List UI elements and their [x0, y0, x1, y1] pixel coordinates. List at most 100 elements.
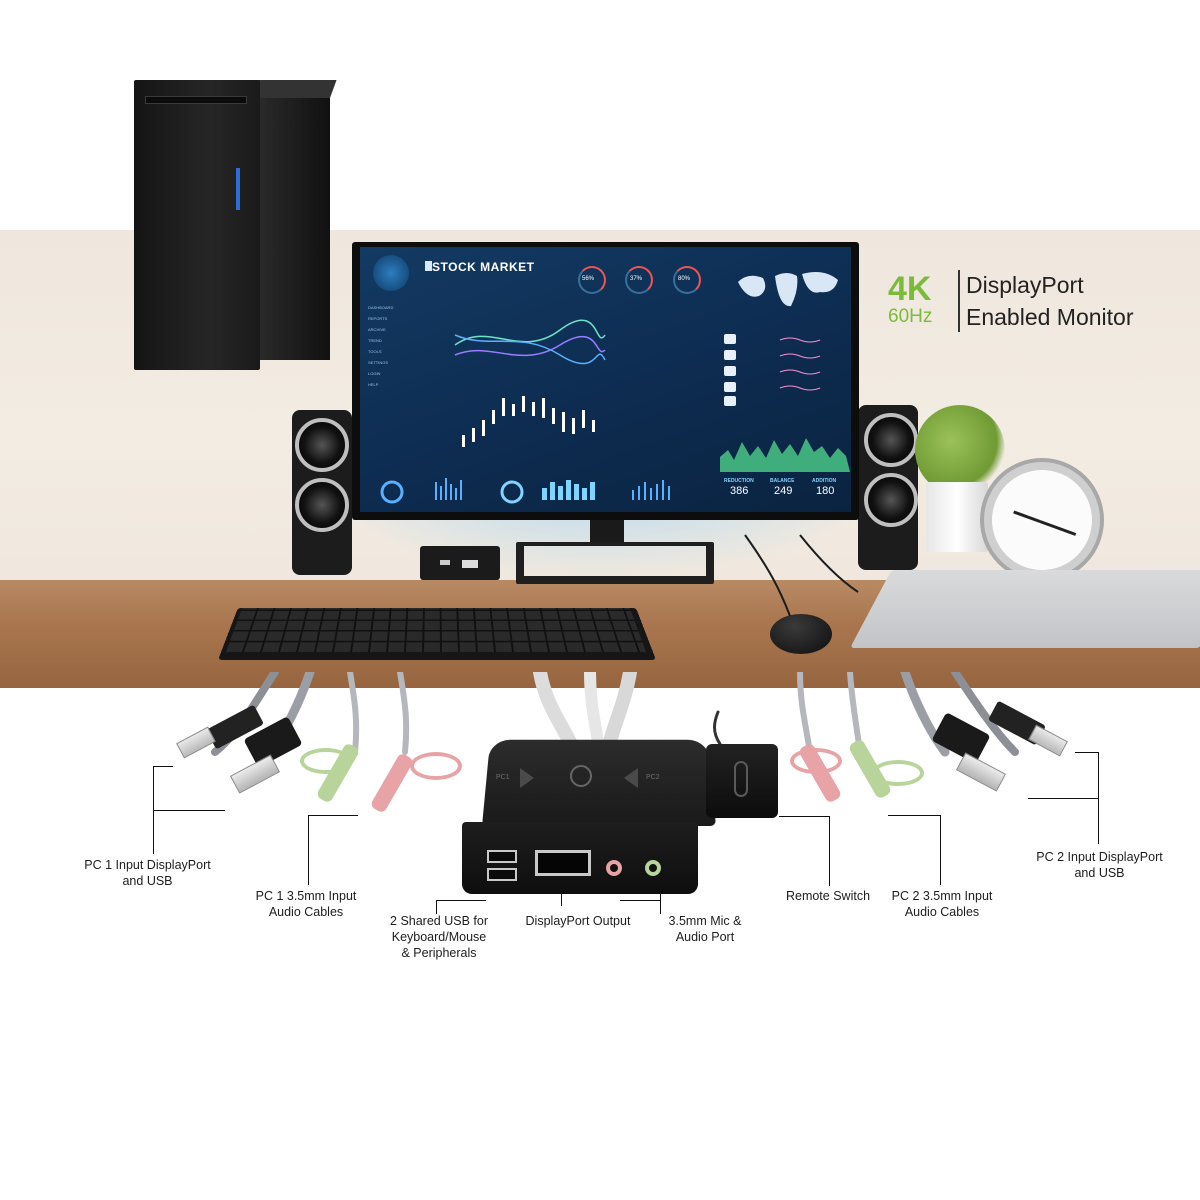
monitor-stand-base — [516, 542, 714, 584]
callout-line — [620, 900, 660, 901]
callout-line — [561, 878, 562, 906]
sidebar-item: ARCHIVE — [368, 327, 386, 332]
label-line: PC 1 Input DisplayPort — [84, 858, 211, 872]
audio-jack — [645, 860, 661, 876]
refresh-badge: 60Hz — [888, 306, 933, 327]
pc-tower-side — [258, 98, 330, 360]
mic-jack — [606, 860, 622, 876]
callout-line — [1098, 752, 1099, 844]
label-pc1-input: PC 1 Input DisplayPort and USB — [60, 857, 235, 889]
pink-cable-loop — [410, 752, 462, 780]
usb-port-icon — [440, 560, 450, 565]
gauge-value: 80% — [678, 276, 691, 282]
label-mic-audio: 3.5mm Mic & Audio Port — [650, 913, 760, 945]
sidebar-item: HELP — [368, 382, 379, 387]
callout-line — [888, 815, 940, 816]
callout-line — [1075, 752, 1098, 753]
kvm-switch-top — [482, 739, 716, 826]
stat-value: 386 — [730, 485, 749, 497]
label-remote-switch: Remote Switch — [770, 888, 886, 904]
label-line: Audio Cables — [904, 905, 980, 919]
label-line: PC 2 Input DisplayPort — [1036, 850, 1163, 864]
label-dp-output: DisplayPort Output — [508, 913, 648, 929]
usb-port-1 — [487, 850, 517, 863]
screen-list-panel — [724, 334, 821, 406]
front-usb-ports — [236, 168, 240, 210]
stat-label: BALANCE — [770, 478, 795, 484]
plant-icon — [915, 405, 1005, 495]
sidebar-item: DASHBOARD — [368, 305, 394, 310]
speaker-cone-icon — [864, 413, 918, 467]
speaker-cone-icon — [295, 418, 349, 472]
gauge-ring — [625, 266, 653, 294]
label-line: Audio Cables — [268, 905, 344, 919]
callout-line — [1028, 798, 1098, 799]
pink-cable-loop — [790, 748, 842, 774]
callout-line — [940, 815, 941, 885]
screen-charts — [454, 319, 606, 447]
usb-port-2 — [487, 868, 517, 881]
gauge-ring — [578, 266, 606, 294]
kvm-switch-on-desk — [420, 546, 500, 580]
label-pc2-audio: PC 2 3.5mm Input Audio Cables — [872, 888, 1012, 920]
label-line: and USB — [122, 874, 173, 888]
screen-bottom-widgets — [380, 478, 670, 504]
remote-switch-button — [734, 761, 748, 797]
stat-label: ADDITION — [812, 478, 837, 484]
optical-drive — [145, 96, 247, 104]
label-line: and USB — [1074, 866, 1125, 880]
label-line: PC 1 3.5mm Input — [255, 889, 357, 903]
callout-line — [308, 815, 309, 885]
mouse — [770, 614, 832, 654]
stat-value: 180 — [816, 485, 835, 497]
brand-logo-icon — [570, 765, 592, 787]
globe-icon — [373, 255, 409, 291]
callout-line — [660, 890, 661, 914]
speaker-cone-icon — [295, 478, 349, 532]
headline-line1: DisplayPort — [966, 272, 1084, 298]
speaker-cone-icon — [864, 473, 918, 527]
dp-port-icon — [462, 560, 478, 568]
callout-line — [829, 816, 830, 886]
label-line: & Peripherals — [401, 946, 477, 960]
headline-line2: Enabled Monitor — [966, 304, 1134, 330]
laptop — [850, 570, 1200, 648]
keyboard-keys — [226, 608, 646, 652]
label-pc2-input: PC 2 Input DisplayPort and USB — [1012, 849, 1187, 881]
monitor-stand-neck — [590, 520, 624, 546]
cable-bundle — [211, 672, 1019, 757]
label-line: Keyboard/Mouse — [391, 930, 487, 944]
clock-face — [992, 470, 1092, 570]
sidebar-item: TOOLS — [368, 349, 382, 354]
sidebar-item: LOGIN — [368, 371, 381, 376]
label-line: 3.5mm Mic & — [668, 914, 742, 928]
screen-sidebar: DASHBOARD REPORTS ARCHIVE TREND TOOLS SE… — [368, 305, 448, 393]
callout-line — [436, 900, 437, 914]
sidebar-item: TREND — [368, 338, 382, 343]
pc-tower — [134, 80, 260, 370]
world-map-icon — [738, 272, 838, 307]
screen-area-chart — [720, 438, 850, 472]
remote-switch — [706, 744, 778, 818]
callout-line — [153, 766, 173, 767]
gauge-ring — [673, 266, 701, 294]
resolution-badge: 4K — [888, 270, 932, 308]
callout-line — [436, 900, 486, 901]
callout-line — [779, 816, 829, 817]
sidebar-item: REPORTS — [368, 316, 388, 321]
label-line: PC 2 3.5mm Input — [891, 889, 993, 903]
pc1-tag: PC1 — [496, 774, 510, 781]
pc2-tag: PC2 — [646, 774, 660, 781]
gauge-value: 56% — [582, 276, 595, 282]
label-line: Audio Port — [675, 930, 735, 944]
plant-pot — [926, 482, 988, 552]
pc1-indicator-icon — [520, 768, 534, 788]
callout-line — [153, 810, 225, 811]
label-line: 2 Shared USB for — [390, 914, 488, 928]
displayport-output-port — [535, 850, 591, 876]
stat-label: REDUCTION — [724, 478, 754, 484]
green-cable-loop — [300, 748, 352, 774]
chart-icon — [425, 261, 432, 271]
green-cable-loop — [872, 760, 924, 786]
label-line: DisplayPort Output — [525, 914, 631, 928]
